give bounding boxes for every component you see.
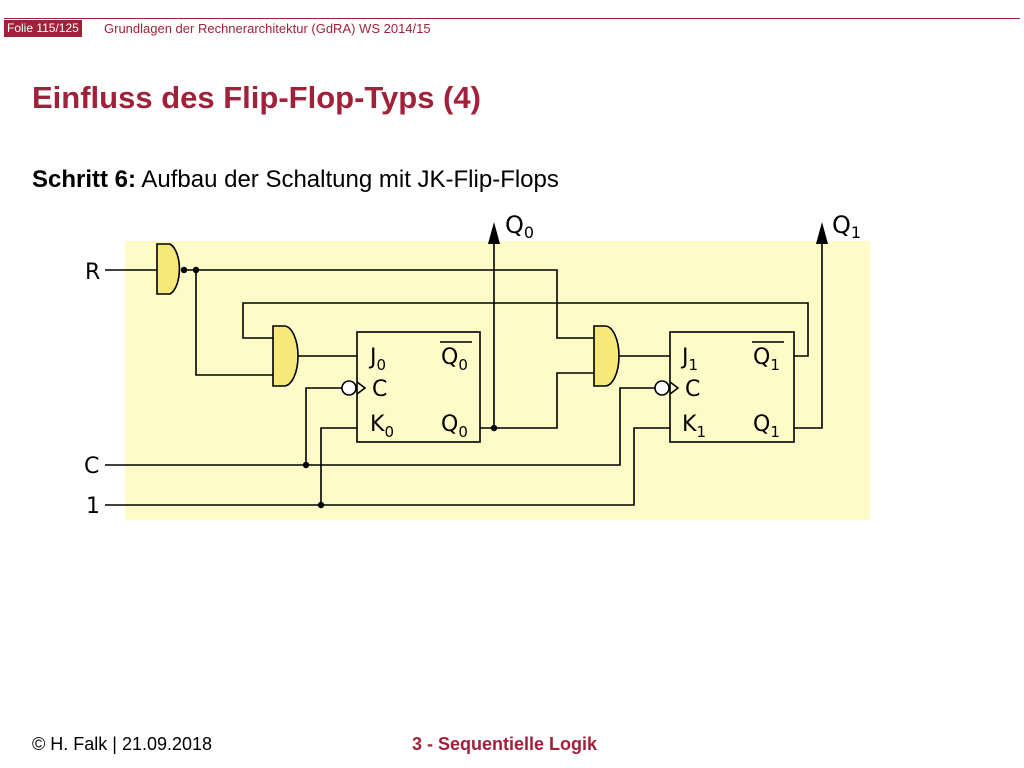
junction-dot bbox=[317, 501, 325, 509]
slide-title: Einfluss des Flip-Flop-Typs (4) bbox=[32, 80, 481, 115]
header-rule bbox=[4, 18, 1020, 19]
wire-one-ff0 bbox=[320, 427, 357, 505]
wire-reset-to-gate0 bbox=[195, 270, 273, 376]
clock-inverter-ff0 bbox=[341, 380, 357, 396]
junction-dot bbox=[192, 266, 200, 274]
wire-q0-output bbox=[480, 372, 594, 429]
wire-reset-bus bbox=[186, 269, 594, 339]
junction-dot bbox=[180, 266, 188, 274]
jk-flip-flop-circuit: R C 1 Q0 Q1 J0 C K0 Q0 Q0 J1 C K1 Q1 Q1 bbox=[84, 211, 870, 520]
ff0-pin-qbar: Q0 bbox=[441, 345, 468, 374]
label-reset-input: R bbox=[85, 260, 100, 285]
step-text: Aufbau der Schaltung mit JK-Flip-Flops bbox=[136, 166, 559, 193]
ff1-pin-j: J1 bbox=[680, 345, 698, 374]
flip-flop-0 bbox=[356, 331, 481, 443]
clock-triangle-ff1 bbox=[669, 381, 680, 395]
arrow-q1 bbox=[816, 222, 828, 244]
wire-q1bar-feedback bbox=[242, 302, 809, 357]
wire-q1-output bbox=[794, 244, 823, 429]
and-gate-j0 bbox=[272, 325, 299, 387]
ff0-pin-q: Q0 bbox=[441, 412, 468, 441]
label-one-input: 1 bbox=[86, 494, 100, 519]
junction-dot bbox=[302, 461, 310, 469]
and-gate-reset bbox=[156, 243, 181, 295]
flip-flop-1 bbox=[669, 331, 795, 443]
ff0-pin-j: J0 bbox=[368, 345, 386, 374]
wire-clock bbox=[105, 387, 655, 466]
slide-number-badge: Folie 115/125 bbox=[4, 20, 82, 37]
footer-author-date: © H. Falk | 21.09.2018 bbox=[32, 734, 213, 754]
and-gate-j1 bbox=[593, 325, 620, 387]
footer-chapter: 3 - Sequentielle Logik bbox=[412, 734, 598, 754]
ff1-pin-q: Q1 bbox=[753, 412, 780, 441]
course-title: Grundlagen der Rechnerarchitektur (GdRA)… bbox=[104, 21, 431, 36]
ff1-pin-k: K1 bbox=[682, 412, 706, 441]
step-heading: Schritt 6: Aufbau der Schaltung mit JK-F… bbox=[32, 164, 559, 196]
wire-clock-ff0 bbox=[305, 387, 342, 465]
label-clock-input: C bbox=[84, 454, 99, 479]
ff1-pin-c: C bbox=[685, 377, 700, 402]
label-output-q0: Q0 bbox=[505, 211, 534, 242]
junction-dot bbox=[490, 424, 498, 432]
clock-triangle-ff0 bbox=[356, 381, 367, 395]
ff1-pin-qbar: Q1 bbox=[753, 345, 780, 374]
step-label: Schritt 6: bbox=[32, 166, 137, 193]
wire-one bbox=[105, 427, 670, 506]
arrow-q0 bbox=[488, 222, 500, 244]
ff0-pin-c: C bbox=[372, 377, 387, 402]
clock-inverter-ff1 bbox=[654, 380, 670, 396]
ff0-pin-k: K0 bbox=[370, 412, 394, 441]
label-output-q1: Q1 bbox=[832, 211, 861, 242]
